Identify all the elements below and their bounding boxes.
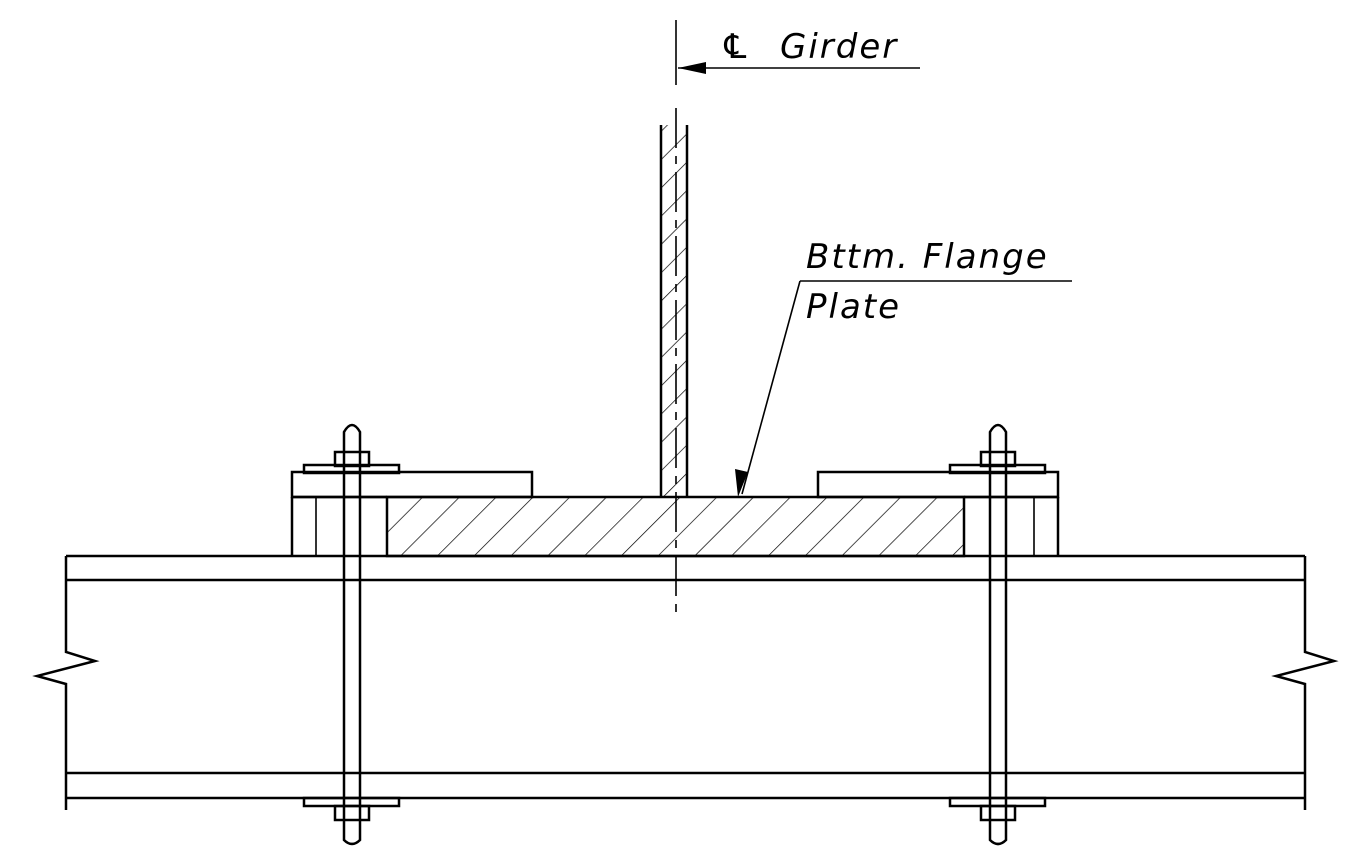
flange-label-line2: Plate: [806, 287, 901, 327]
left-break-line: [32, 556, 100, 810]
leader-arrowhead-icon: [678, 62, 706, 74]
bolt-left: [302, 423, 401, 846]
flange-label-line1: Bttm. Flange: [806, 237, 1049, 277]
centerline-leader: ℄ Girder: [678, 27, 920, 74]
clamp-left: [290, 470, 534, 556]
bolt-right: [948, 423, 1047, 846]
centerline-label: Girder: [780, 27, 898, 67]
centerline-symbol: ℄: [720, 27, 752, 67]
girder-web: [659, 125, 689, 497]
clamp-right: [816, 470, 1060, 556]
flange-leader: Bttm. Flange Plate: [735, 237, 1072, 497]
flange-arrowhead-icon: [735, 469, 748, 497]
right-break-line: [1271, 556, 1339, 810]
support-beam: [32, 554, 1339, 810]
